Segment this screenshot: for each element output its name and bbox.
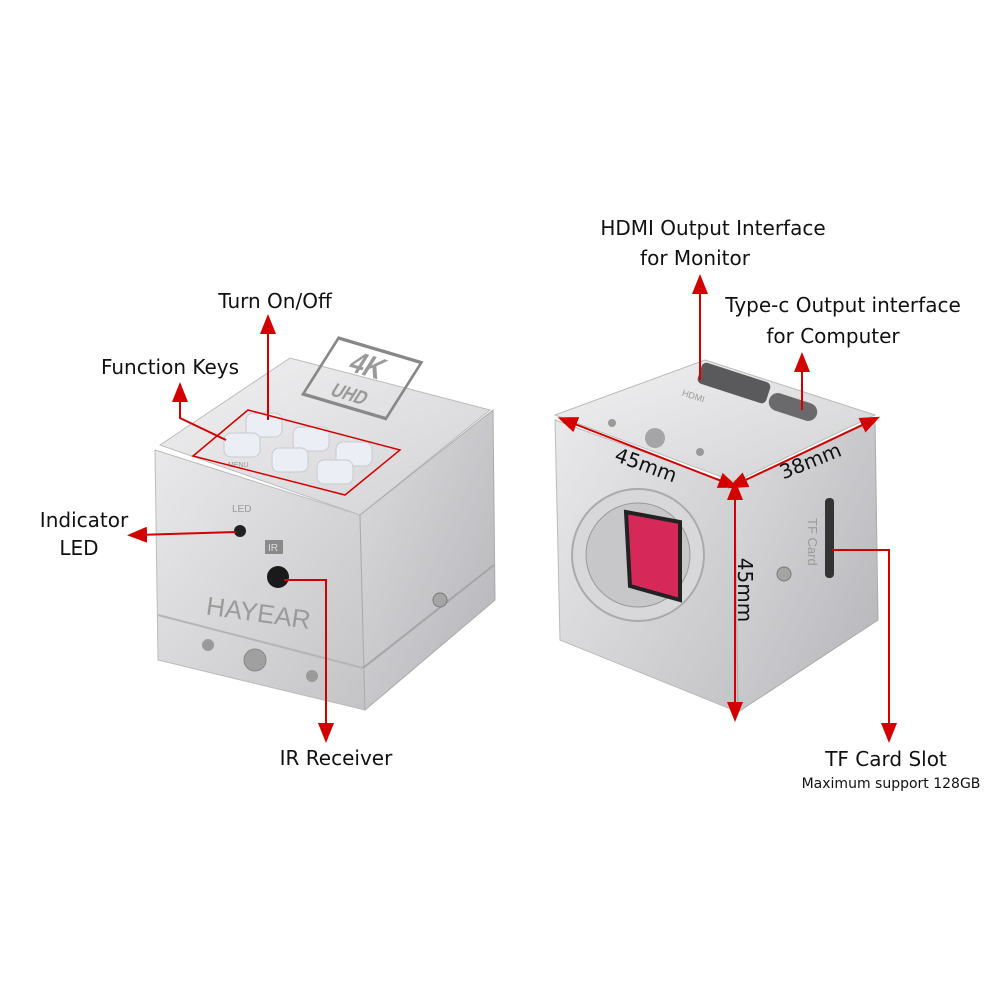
function-keys-highlight: [191, 409, 402, 496]
label-typec: Type-c Output interface: [724, 293, 961, 317]
tf-card-slot: [825, 498, 834, 578]
key-6[interactable]: [316, 459, 354, 485]
key-5[interactable]: [271, 447, 309, 473]
ir-receiver: [267, 566, 289, 588]
label-hdmi: HDMI Output Interface: [600, 216, 825, 240]
dimension-height: 45mm: [733, 558, 757, 622]
indicator-led: [234, 525, 246, 537]
label-led: LED: [59, 536, 98, 560]
camera-front-view: 4K UHD MENU LED IR HAYEAR: [154, 336, 496, 712]
label-typec-sub: for Computer: [766, 324, 900, 348]
label-hdmi-sub: for Monitor: [640, 246, 751, 270]
svg-text:TF Card: TF Card: [805, 518, 820, 566]
sensor-filter: [623, 509, 682, 603]
label-indicator: Indicator: [40, 508, 129, 532]
hdmi-port: [697, 362, 771, 404]
label-tf-slot: TF Card Slot: [824, 747, 947, 771]
annotation-lines: [127, 274, 897, 743]
key-menu[interactable]: [223, 432, 261, 458]
svg-text:IR: IR: [268, 543, 278, 554]
camera-side-view: HDMI TF Card: [553, 359, 879, 713]
label-ir-receiver: IR Receiver: [280, 746, 393, 770]
label-turn-on-off: Turn On/Off: [217, 289, 333, 313]
label-tf-note: Maximum support 128GB: [802, 776, 981, 792]
label-function-keys: Function Keys: [101, 355, 239, 379]
typec-port: [768, 393, 818, 421]
svg-text:MENU: MENU: [228, 462, 249, 469]
svg-text:LED: LED: [232, 504, 251, 515]
power-key[interactable]: [245, 412, 283, 438]
function-keys[interactable]: MENU: [223, 412, 373, 485]
